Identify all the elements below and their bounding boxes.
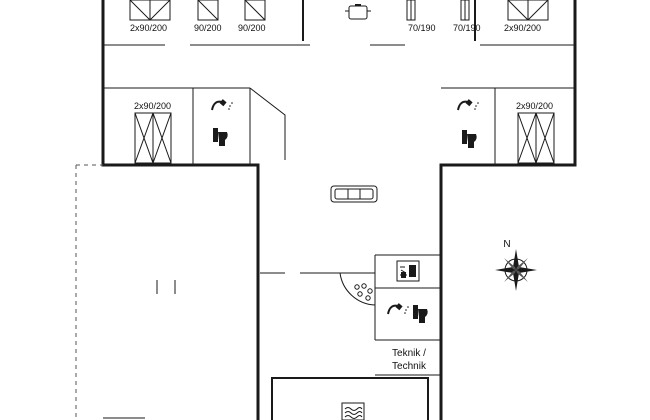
- bed-label-5: 70/190: [453, 23, 481, 33]
- bed-label-6: 2x90/200: [504, 23, 541, 33]
- bed-label-2: 90/200: [194, 23, 222, 33]
- bed-label-1: 2x90/200: [130, 23, 167, 33]
- bed-label-4: 70/190: [408, 23, 436, 33]
- bed-mid-right: [517, 112, 555, 164]
- technik-label-line2: Technik: [392, 361, 427, 372]
- bed-top-2: [197, 0, 219, 21]
- bed-top-5: [460, 0, 470, 21]
- compass-north-label: N: [503, 239, 510, 250]
- bed-mid-left: [134, 112, 172, 164]
- bed-label-8: 2x90/200: [516, 101, 553, 111]
- terrace-door-marks: [156, 280, 176, 294]
- shower-icon: [457, 99, 479, 111]
- toilet-icon: [462, 130, 477, 148]
- shower-icon: [211, 99, 233, 111]
- toilet-icon: [413, 305, 428, 323]
- shower-icon: [387, 303, 409, 315]
- outer-walls: [101, 0, 577, 420]
- cooking-pot-icon: [345, 4, 371, 20]
- interior-walls: [103, 0, 575, 420]
- toilet-icon: [213, 128, 228, 146]
- terrace-outline: [75, 164, 103, 420]
- pool-icon: [341, 402, 365, 420]
- bed-label-3: 90/200: [238, 23, 266, 33]
- compass-rose-icon: [495, 249, 537, 291]
- bed-top-6: [507, 0, 549, 21]
- bed-top-3: [244, 0, 266, 21]
- washing-machine-icon: [396, 260, 420, 282]
- bed-top-1: [129, 0, 171, 21]
- sofa-icon: [330, 185, 378, 203]
- bed-label-7: 2x90/200: [134, 101, 171, 111]
- bed-top-4: [406, 0, 416, 21]
- whirlpool-icon: [339, 272, 376, 306]
- technik-label-line1: Teknik /: [392, 348, 426, 359]
